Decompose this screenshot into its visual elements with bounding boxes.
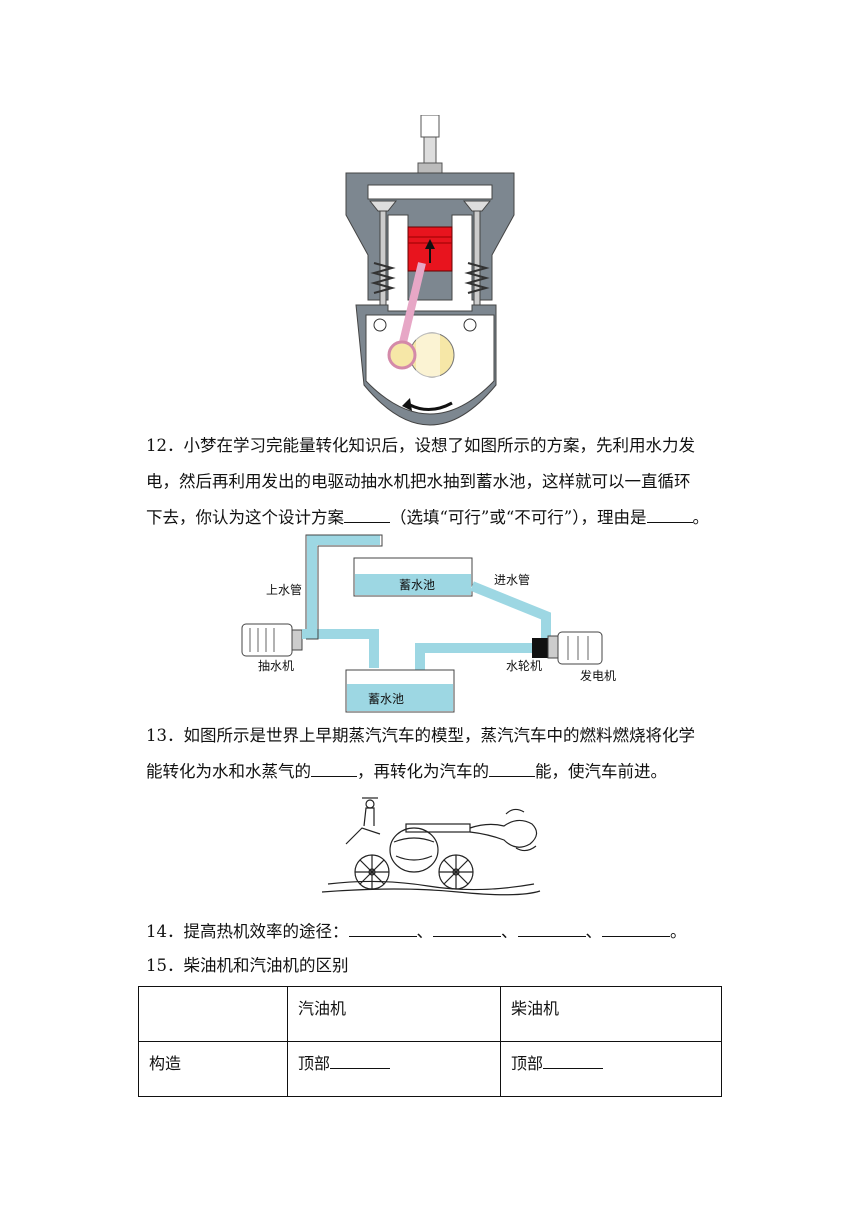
lower-tank-label: 蓄水池 xyxy=(368,692,404,706)
answer-blank[interactable] xyxy=(489,758,535,777)
answer-blank[interactable] xyxy=(348,918,417,937)
table-cell: 顶部 xyxy=(500,1041,722,1097)
q12-line2: 电，然后再利用发出的电驱动抽水机把水抽到蓄水池，这样就可以一直循环 xyxy=(146,472,691,491)
q14-text: 14．提高热机效率的途径： xyxy=(146,922,349,941)
inlet-pipe-label: 进水管 xyxy=(494,572,530,587)
answer-blank[interactable] xyxy=(344,504,390,523)
q13-line2: 能转化为水和水蒸气的 ，再转化为汽车的 能，使汽车前进。 xyxy=(146,754,726,790)
q14-end: 。 xyxy=(670,922,687,941)
table-header: 汽油机 xyxy=(287,986,501,1042)
q14-sep: 、 xyxy=(585,922,603,941)
table-row: 构造 顶部 顶部 xyxy=(138,1041,722,1097)
answer-blank[interactable] xyxy=(517,918,586,937)
q12-line1: 12．小梦在学习完能量转化知识后，设想了如图所示的方案，先利用水力发 xyxy=(146,436,695,455)
cell-text: 顶部 xyxy=(298,1054,331,1073)
pump-label: 抽水机 xyxy=(258,659,294,673)
q14-line: 14．提高热机效率的途径： 、 、 、 。 xyxy=(146,914,726,950)
q15-text: 15．柴油机和汽油机的区别 xyxy=(146,956,349,975)
table-row: 汽油机 柴油机 xyxy=(138,986,722,1042)
q12-line3-a: 下去，你认为这个设计方案 xyxy=(146,508,344,527)
q12-line3-c: 。 xyxy=(692,508,710,527)
answer-blank[interactable] xyxy=(311,758,357,777)
turbine-label: 水轮机 xyxy=(506,659,542,673)
table-header: 柴油机 xyxy=(500,986,722,1042)
q13-line1: 13．如图所示是世界上早期蒸汽汽车的模型，蒸汽汽车中的燃料燃烧将化学 xyxy=(146,726,695,745)
steam-car-sketch xyxy=(321,797,541,896)
answer-blank[interactable] xyxy=(602,918,670,937)
upper-tank-label: 蓄水池 xyxy=(399,578,435,592)
q14-sep: 、 xyxy=(501,922,518,941)
cell-text: 顶部 xyxy=(511,1054,544,1073)
q13-line2-c: 能，使汽车前进。 xyxy=(535,762,667,781)
q12-line3: 下去，你认为这个设计方案 （选填“可行”或“不可行”），理由是 。 xyxy=(146,500,726,536)
table-row-label: 构造 xyxy=(138,1041,288,1097)
generator-icon xyxy=(547,631,603,665)
comparison-table: 汽油机 柴油机 构造 顶部 顶部 xyxy=(138,986,722,1097)
generator-label: 发电机 xyxy=(580,668,616,683)
q14-sep: 、 xyxy=(416,922,434,941)
upper-pipe-label: 上水管 xyxy=(266,582,302,597)
answer-blank[interactable] xyxy=(646,504,693,523)
q13-line2-a: 能转化为水和水蒸气的 xyxy=(146,762,311,781)
pump-icon xyxy=(241,623,303,657)
water-cycle-diagram: 蓄水池 进水管 上水管 抽水机 水轮机 发电机 蓄水池 xyxy=(241,534,616,713)
q12-line3-b: （选填“可行”或“不可行”），理由是 xyxy=(390,508,647,527)
spark-plug xyxy=(417,115,443,174)
answer-blank[interactable] xyxy=(433,918,501,937)
engine-figure xyxy=(345,115,515,426)
table-cell xyxy=(138,986,288,1042)
answer-blank[interactable] xyxy=(543,1050,604,1069)
answer-blank[interactable] xyxy=(330,1050,391,1069)
q13-line2-b: ，再转化为汽车的 xyxy=(357,762,489,781)
table-cell: 顶部 xyxy=(287,1041,501,1097)
turbine-icon xyxy=(532,638,548,658)
